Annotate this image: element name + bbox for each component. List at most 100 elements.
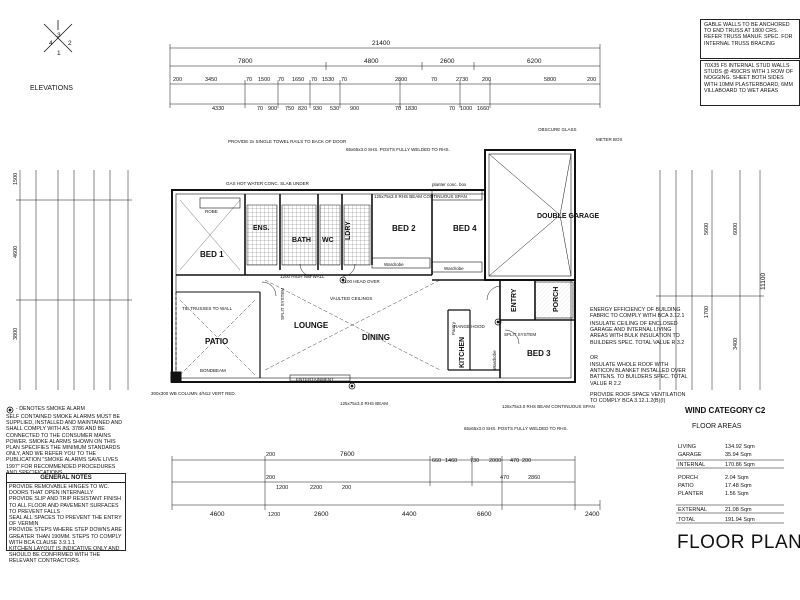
area-value-porch: 2.04 Sqm (725, 475, 749, 481)
elevation-mark-1: 1 (57, 50, 61, 57)
dim-left-4600: 4600 (13, 246, 19, 258)
bottom-dimension-text: 200 7600 660 1460 730 2000 470 200 200 1… (210, 451, 600, 518)
svg-text:200: 200 (587, 77, 596, 83)
area-name-planter: PLANTER (678, 491, 703, 497)
note-planter: planter conc. box (432, 182, 467, 187)
room-dining: DINING (362, 333, 390, 342)
svg-text:5800: 5800 (544, 77, 556, 83)
svg-text:200: 200 (266, 475, 275, 481)
room-wc: WC (322, 237, 334, 244)
area-value-planter: 1.56 Sqm (725, 491, 749, 497)
svg-text:2730: 2730 (456, 77, 468, 83)
room-lounge: LOUNGE (294, 321, 329, 330)
room-garage: DOUBLE GARAGE (537, 213, 600, 220)
area-name-porch: PORCH (678, 475, 698, 481)
room-porch: PORCH (553, 287, 560, 312)
top-dimensions (169, 44, 601, 108)
svg-text:470: 470 (510, 458, 519, 464)
house-walls (170, 149, 576, 383)
room-ensuite: ENS. (253, 225, 269, 232)
smoke-alarm-note: SELF CONTAINED SMOKE ALARMS MUST BE SUPP… (6, 414, 123, 476)
area-value-internal: 170.86 Sqm (725, 462, 755, 468)
area-value-patio: 17.48 Sqm (725, 483, 752, 489)
note-beam-bottom-a: 125x75x3.0 RHS BEAM (340, 401, 388, 406)
top-dimension-text: 21400 7800 4800 2600 6200 200 3450 70 15… (173, 40, 596, 112)
label-pantry: Pantry (451, 321, 456, 335)
svg-text:200: 200 (482, 77, 491, 83)
note-split-system-bed3: SPLIT SYSTEM (504, 332, 536, 337)
svg-text:200: 200 (266, 452, 275, 458)
drawing-title: FLOOR PLAN (677, 532, 800, 553)
room-laundry: LDRY (345, 221, 352, 240)
svg-text:6600: 6600 (477, 511, 492, 518)
dim-top-1: 7800 (238, 58, 253, 65)
svg-text:750: 750 (285, 106, 294, 112)
svg-text:2000: 2000 (489, 458, 501, 464)
general-notes-box: GENERAL NOTES PROVIDE REMOVABLE HINGES T… (6, 473, 126, 564)
elevation-mark-2: 2 (68, 40, 72, 47)
svg-text:1460: 1460 (445, 458, 457, 464)
svg-text:900: 900 (268, 106, 277, 112)
svg-text:70: 70 (341, 77, 347, 83)
note-column: 300x300 WB COLUMN 4/N12 VERT RED. (151, 391, 236, 396)
note-hot-water: GAS HOT WATER CONC. SLAB UNDER (226, 181, 310, 186)
svg-text:530: 530 (330, 106, 339, 112)
label-entertainment: ENTERTAINMENT (296, 377, 334, 382)
svg-text:4330: 4330 (212, 106, 224, 112)
svg-text:1830: 1830 (405, 106, 417, 112)
elevations-label: ELEVATIONS (30, 85, 73, 92)
or-note: OR (590, 355, 598, 361)
dim-top-3: 2600 (440, 58, 455, 65)
svg-text:1660: 1660 (477, 106, 489, 112)
svg-text:200: 200 (522, 458, 531, 464)
svg-text:4600: 4600 (210, 511, 225, 518)
svg-text:5600: 5600 (704, 223, 710, 235)
wind-category: WIND CATEGORY C2 (685, 406, 766, 415)
area-value-external: 21.08 Sqm (725, 507, 752, 513)
plan-annotations: PROVIDE 2x SINGLE TOWEL RAILS TO BACK OF… (151, 127, 623, 431)
note-tie-trusses: TIE TRUSSES TO WALL (182, 306, 233, 311)
dim-left-1500: 1500 (13, 173, 19, 185)
svg-text:70: 70 (395, 106, 401, 112)
floor-areas-table: WIND CATEGORY C2 FLOOR AREAS LIVING 134.… (676, 406, 800, 553)
svg-text:3450: 3450 (205, 77, 217, 83)
bottom-dimensions (171, 456, 601, 510)
area-value-total: 191.94 Sqm (725, 517, 755, 523)
svg-text:820: 820 (298, 106, 307, 112)
general-note-2: PROVIDE SLIP AND TRIP RESISTANT FINISH T… (9, 496, 121, 515)
svg-text:1200: 1200 (276, 485, 288, 491)
room-labels: BED 1 ENS. BATH WC LDRY BED 2 BED 4 DOUB… (200, 209, 600, 382)
area-name-patio: PATIO (678, 483, 694, 489)
svg-text:930: 930 (313, 106, 322, 112)
elevation-mark-3: 3 (57, 32, 61, 39)
note-bond-beam: BONDBEAM (200, 368, 226, 373)
room-bed2: BED 2 (392, 224, 416, 233)
svg-text:200: 200 (173, 77, 182, 83)
note-vaulted: VAULTED CEILINGS (330, 296, 372, 301)
svg-text:70: 70 (257, 106, 263, 112)
svg-text:6000: 6000 (733, 223, 739, 235)
svg-text:70: 70 (246, 77, 252, 83)
note-meter-box: METER BOX (596, 137, 623, 142)
note-posts-bottom: 65x65x3.0 SHS. POSTS FULLY WELDED TO RHS… (464, 426, 568, 431)
svg-text:4400: 4400 (402, 511, 417, 518)
note-beam-top: 125x75x3.0 RHS BEAM CONTINUOUS SPAN (374, 194, 467, 199)
note-nib-wall: 1200 HIGH NIB WALL (280, 274, 325, 279)
note-posts-top: 65x65x3.0 SHS. POSTS FULLY WELDED TO RHS… (346, 147, 450, 152)
floor-areas-heading: FLOOR AREAS (692, 423, 742, 430)
energy-note: ENERGY EFFICIENCY OF BUILDING FABRIC TO … (590, 307, 685, 320)
dim-top-2: 4800 (364, 58, 379, 65)
svg-text:900: 900 (350, 106, 359, 112)
label-wardrobe-bed2: Wardrobe (384, 262, 404, 267)
elevation-mark-4: 4 (49, 40, 53, 47)
dim-right-overall: 11100 (760, 273, 767, 290)
svg-text:1700: 1700 (704, 306, 710, 318)
svg-text:1000: 1000 (460, 106, 472, 112)
room-patio: PATIO (205, 337, 228, 346)
insulate-ceiling-note: INSULATE CEILING OF ENCLOSED GARAGE AND … (590, 321, 685, 346)
room-bath: BATH (292, 237, 311, 244)
note-beam-bottom-b: 125x75x3.0 RHS BEAM CONTINUOUS SPAN (502, 404, 595, 409)
label-wardrobe-bed3: Wardrobe (492, 350, 497, 370)
label-wardrobe-bed4: Wardrobe (444, 266, 464, 271)
side-dimensions (16, 170, 764, 390)
